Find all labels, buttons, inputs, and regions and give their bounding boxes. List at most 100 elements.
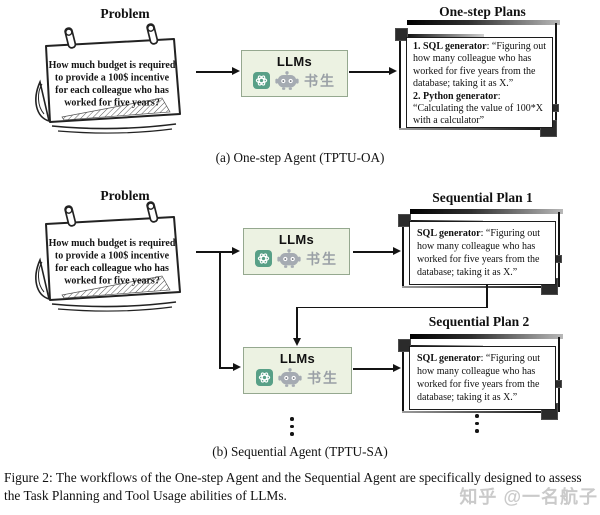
tool-name-sql-generator: SQL generator — [423, 41, 487, 52]
robot-icon — [278, 368, 302, 387]
connector-problem-branch-down — [219, 251, 221, 368]
problem-notepad-a: How much budget is required to provide a… — [35, 23, 181, 134]
problem-text-line: to provide a 100$ incentive — [55, 251, 170, 262]
arrowhead-icon — [393, 247, 401, 255]
arrow-llm1-to-plan1 — [353, 251, 395, 253]
arrow-llm2-to-plan2 — [353, 368, 395, 370]
llm-label: LLMs — [278, 232, 315, 247]
llm-box-b1: LLMs 书生 — [243, 228, 350, 275]
onestep-plans-title: One-step Plans — [439, 4, 526, 19]
problem-text-line: How much budget is required — [49, 60, 176, 71]
notepad-back-sheet-2 — [57, 306, 173, 312]
problem-text-line: How much budget is required — [49, 238, 176, 249]
llm-label: LLMs — [276, 54, 313, 69]
arrowhead-icon — [292, 338, 301, 346]
problem-notepad-b: How much budget is required to provide a… — [35, 201, 181, 312]
sequential-plan1-title: Sequential Plan 1 — [432, 190, 533, 205]
tool-name-sql-generator: SQL generator — [417, 353, 481, 364]
sequential-plan1-page: SQL generator: “Figuring out how many co… — [409, 221, 556, 285]
openai-knot-icon — [256, 369, 273, 386]
notepad-back-sheet — [51, 123, 177, 130]
frame-left-line — [399, 41, 401, 129]
sequential-plan1-text: SQL generator: “Figuring out how many co… — [410, 222, 555, 279]
frame-bottom-line — [402, 286, 543, 288]
ellipsis-more-llm-steps — [290, 417, 294, 436]
openai-knot-icon — [253, 72, 270, 89]
panel-b-caption: (b) Sequential Agent (TPTU-SA) — [212, 444, 388, 459]
panel-a-caption: (a) One-step Agent (TPTU-OA) — [215, 150, 385, 165]
frame-corner-square-tl — [398, 214, 411, 227]
connector-plan1-to-llm2 — [296, 306, 298, 340]
frame-right-line — [558, 212, 560, 287]
onestep-plan-text: 1. SQL generator: “Figuring out how many… — [407, 38, 552, 128]
tool-name-sql-generator: SQL generator — [417, 228, 481, 239]
sequential-plan2-page: SQL generator: “Figuring out how many co… — [409, 346, 556, 410]
frame-corner-square-tl — [398, 339, 411, 352]
llm-box-b2: LLMs 书生 — [243, 347, 352, 394]
plan-frame-onestep: 1. SQL generator: “Figuring out how many… — [395, 20, 565, 137]
llm-label: LLMs — [279, 351, 316, 366]
arrow-problem-to-llm-a — [196, 71, 234, 73]
plan-item-description: : “Figuring out how many colleague who h… — [417, 353, 541, 403]
plan-item-description: : “Figuring out how many colleague who h… — [417, 228, 541, 278]
notepad-hatch-shading — [61, 275, 171, 299]
plan-item-number: 1. — [413, 41, 423, 52]
frame-accent-bar — [408, 34, 484, 37]
arrowhead-icon — [393, 364, 401, 372]
frame-right-line — [555, 23, 557, 129]
problem-title-b: Problem — [100, 188, 150, 203]
problem-text-line: for each colleague who has — [55, 263, 169, 274]
problem-text-line: worked for five years? — [64, 98, 160, 109]
robot-icon — [277, 249, 301, 268]
arrow-problem-to-llm-b — [196, 251, 234, 253]
notepad-page-curl — [35, 257, 51, 301]
ellipsis-more-plans — [475, 414, 479, 433]
frame-bottom-line — [399, 128, 543, 130]
notepad-curl-line — [38, 261, 45, 293]
figure-caption: Figure 2: The workflows of the One-step … — [4, 470, 582, 503]
frame-corner-square-tl — [395, 28, 408, 41]
arrowhead-icon — [233, 363, 241, 371]
connector-plan1-left — [296, 306, 488, 309]
onestep-plan-page: 1. SQL generator: “Figuring out how many… — [406, 37, 553, 128]
notepad-hatch-shading — [61, 97, 171, 121]
frame-bottom-line — [402, 411, 543, 413]
notepad-page-curl — [35, 79, 51, 123]
arrow-llm-to-plans-a — [349, 71, 391, 73]
problem-text-line: for each colleague who has — [55, 85, 169, 96]
sequential-plan2-text: SQL generator: “Figuring out how many co… — [410, 347, 555, 404]
binder-clip-icon — [64, 205, 77, 227]
plan-item-description: : “Figuring out how many colleague who h… — [413, 41, 547, 90]
sequential-plan2-title: Sequential Plan 2 — [428, 314, 530, 329]
plan-item-description: : “Calculating the value of 100*X with a… — [413, 90, 543, 127]
llm-logo-row: 书生 — [242, 70, 347, 91]
llm-logo-row: 书生 — [244, 367, 351, 388]
shusheng-logo-text: 书生 — [307, 369, 339, 386]
openai-knot-icon — [255, 250, 272, 267]
connector-plan1-down — [486, 284, 488, 308]
tool-name-python-generator: Python generator — [423, 90, 498, 102]
binder-clip-icon — [64, 27, 77, 49]
llm-logo-row: 书生 — [244, 248, 349, 269]
frame-top-bar — [410, 209, 563, 214]
problem-title-a: Problem — [100, 6, 150, 21]
binder-clip-icon — [146, 201, 159, 223]
notepad-back-sheet-2 — [57, 128, 173, 134]
arrowhead-icon — [232, 247, 240, 255]
shusheng-logo-text: 书生 — [304, 72, 336, 89]
plan-frame-sequential-1: SQL generator: “Figuring out how many co… — [398, 209, 568, 295]
frame-left-line — [402, 227, 404, 287]
problem-text-line: to provide a 100$ incentive — [55, 73, 170, 84]
plan-frame-sequential-2: SQL generator: “Figuring out how many co… — [398, 334, 568, 420]
shusheng-logo-text: 书生 — [306, 250, 338, 267]
llm-box-a: LLMs 书生 — [241, 50, 348, 97]
plan-item-number: 2. — [413, 90, 423, 102]
connector-branch-to-llm2 — [219, 367, 234, 369]
problem-text-line: worked for five years? — [64, 276, 160, 287]
robot-icon — [275, 71, 299, 90]
notepad-back-sheet — [51, 301, 177, 308]
binder-clip-icon — [146, 23, 159, 45]
frame-left-line — [402, 352, 404, 412]
frame-right-line — [558, 337, 560, 412]
